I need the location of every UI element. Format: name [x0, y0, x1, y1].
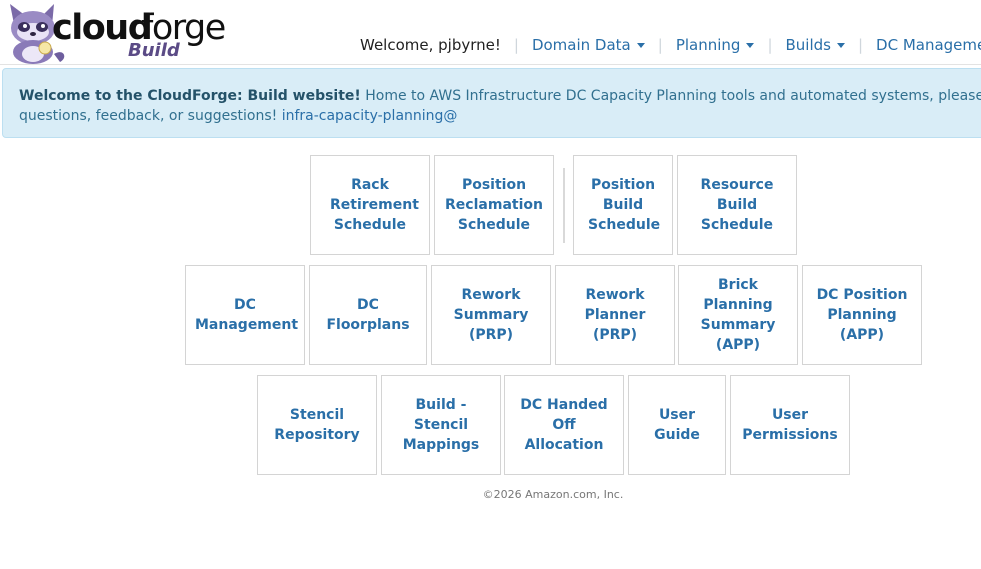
raccoon-mascot-icon	[10, 4, 65, 64]
tile-label: DC Management	[195, 297, 299, 333]
nav-menu-label: DC Management	[876, 36, 981, 54]
tile-build-stencil-mappings[interactable]: Build - Stencil Mappings	[381, 375, 501, 475]
tile-label: Resource Build Schedule	[700, 177, 774, 233]
caret-down-icon	[836, 42, 845, 48]
tile-label: Rack Retirement Schedule	[330, 177, 419, 233]
tile-label: User Guide	[654, 407, 700, 443]
nav-menu-label: Planning	[675, 36, 741, 54]
tile-label: Rework Summary (PRP)	[453, 287, 529, 343]
brand-subtitle: Build	[128, 40, 180, 61]
tile-rack-retirement-schedule[interactable]: Rack Retirement Schedule	[310, 155, 430, 255]
nav-separator: |	[657, 36, 663, 54]
nav-separator: |	[513, 36, 519, 54]
tile-label: Brick Planning Summary (APP)	[700, 277, 776, 353]
brand-name-cloud: cloud	[52, 8, 153, 48]
nav-menu-dc-management[interactable]: DC Management	[876, 36, 981, 54]
tile-label: Build - Stencil Mappings	[402, 397, 480, 453]
tile-resource-build-schedule[interactable]: Resource Build Schedule	[677, 155, 797, 255]
header-divider	[0, 64, 981, 65]
contact-email-link[interactable]: infra-capacity-planning@	[281, 108, 458, 124]
caret-down-icon	[746, 42, 755, 48]
tile-stencil-repository[interactable]: Stencil Repository	[257, 375, 377, 475]
welcome-alert: Welcome to the CloudForge: Build website…	[2, 68, 981, 138]
alert-heading: Welcome to the CloudForge: Build website…	[19, 88, 361, 104]
tile-label: DC Position Planning (APP)	[816, 287, 908, 343]
welcome-text: Welcome, pjbyrne!	[360, 36, 501, 54]
caret-down-icon	[636, 42, 645, 48]
tile-dc-floorplans[interactable]: DC Floorplans	[309, 265, 427, 365]
tile-label: Position Reclamation Schedule	[445, 177, 543, 233]
tile-dc-management[interactable]: DC Management	[185, 265, 305, 365]
tile-label: User Permissions	[742, 407, 838, 443]
tile-group-divider	[563, 168, 565, 243]
tile-label: Position Build Schedule	[588, 177, 661, 233]
tile-rework-summary-prp[interactable]: Rework Summary (PRP)	[431, 265, 551, 365]
nav-menu-planning[interactable]: Planning	[676, 36, 755, 54]
tile-user-guide[interactable]: User Guide	[628, 375, 726, 475]
tile-label: Stencil Repository	[274, 407, 360, 443]
tile-rework-planner-prp[interactable]: Rework Planner (PRP)	[555, 265, 675, 365]
nav-menu-domain-data[interactable]: Domain Data	[532, 36, 645, 54]
tile-label: DC Floorplans	[326, 297, 410, 333]
brand-name-forge: forge	[141, 8, 226, 48]
alert-text: questions, feedback, or suggestions!	[19, 108, 282, 124]
alert-line-1: Welcome to the CloudForge: Build website…	[19, 86, 981, 106]
nav-menu-label: Domain Data	[531, 36, 631, 54]
alert-text: Home to AWS Infrastructure DC Capacity P…	[365, 88, 981, 104]
tile-position-build-schedule[interactable]: Position Build Schedule	[573, 155, 673, 255]
tile-label: DC Handed Off Allocation	[520, 397, 608, 453]
nav-menu-builds[interactable]: Builds	[786, 36, 845, 54]
top-nav: Welcome, pjbyrne! | Domain Data | Planni…	[360, 35, 981, 55]
nav-separator: |	[767, 36, 773, 54]
tile-dc-position-planning-app[interactable]: DC Position Planning (APP)	[802, 265, 922, 365]
nav-menu-label: Builds	[785, 36, 831, 54]
tile-position-reclamation-schedule[interactable]: Position Reclamation Schedule	[434, 155, 554, 255]
tile-dc-handed-off-allocation[interactable]: DC Handed Off Allocation	[504, 375, 624, 475]
footer-copyright: ©2026 Amazon.com, Inc.	[482, 488, 624, 501]
tile-user-permissions[interactable]: User Permissions	[730, 375, 850, 475]
cloudforge-logo[interactable]: cloud forge Build	[2, 2, 226, 64]
tile-label: Rework Planner (PRP)	[584, 287, 646, 343]
tile-brick-planning-summary-app[interactable]: Brick Planning Summary (APP)	[678, 265, 798, 365]
nav-separator: |	[857, 36, 864, 54]
alert-line-2: questions, feedback, or suggestions! inf…	[19, 106, 981, 126]
